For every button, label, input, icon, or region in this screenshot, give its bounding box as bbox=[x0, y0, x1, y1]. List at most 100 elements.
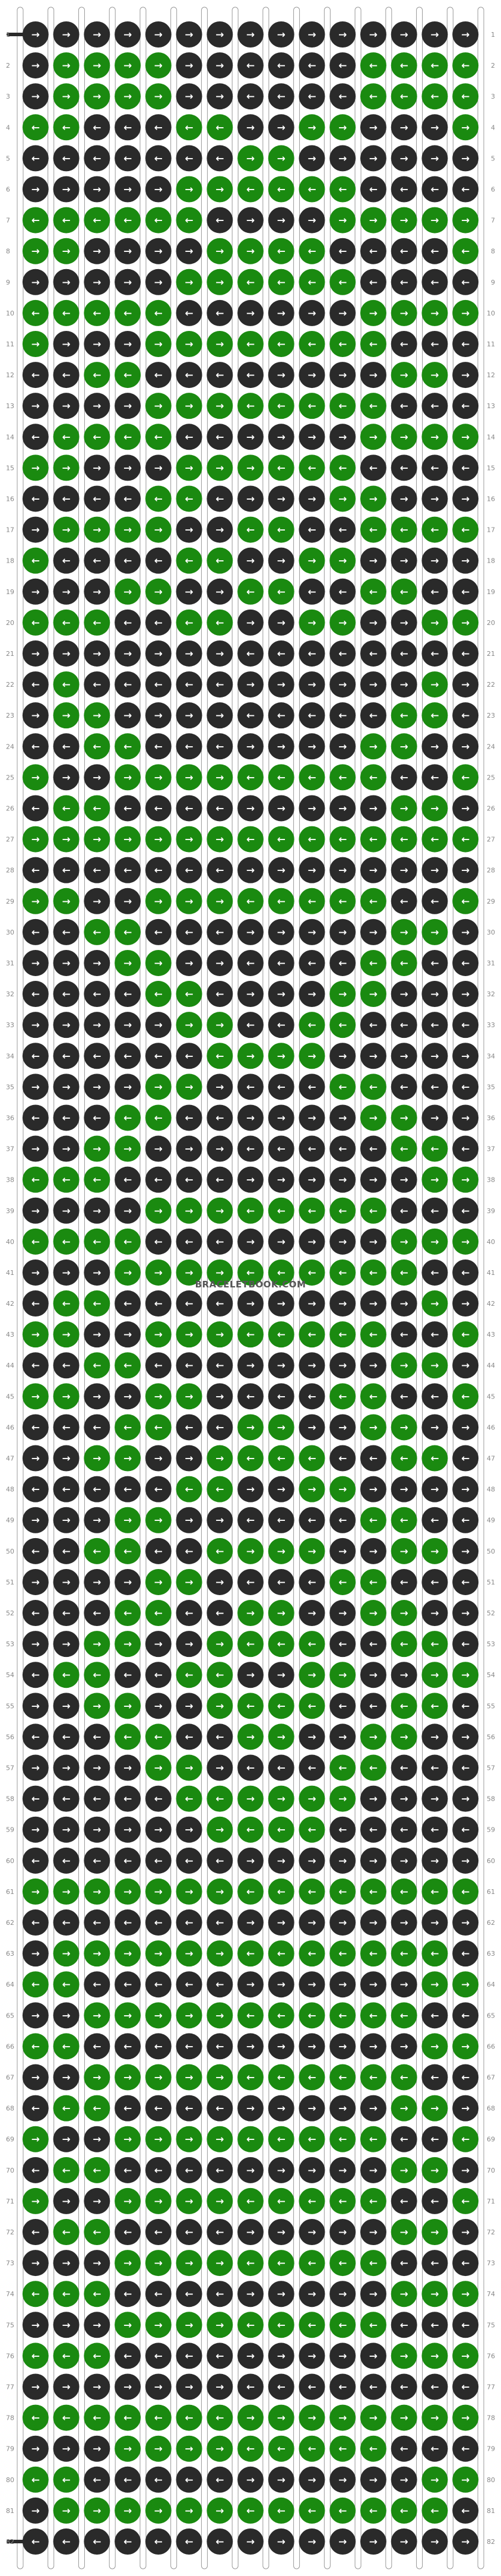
knot: ← bbox=[452, 1693, 479, 1719]
knot-arrow-icon: ← bbox=[31, 1979, 40, 1991]
knot: ← bbox=[299, 238, 325, 264]
knot: → bbox=[421, 362, 448, 389]
knot: → bbox=[421, 299, 448, 326]
knot: → bbox=[299, 733, 325, 760]
knot-arrow-icon: ← bbox=[338, 2258, 347, 2269]
knot-arrow-icon: → bbox=[369, 431, 378, 443]
knot: ← bbox=[391, 1445, 417, 1472]
knot: → bbox=[115, 1631, 141, 1658]
knot-circle bbox=[329, 1259, 356, 1286]
knot-arrow-icon: ← bbox=[369, 958, 378, 970]
knot: ← bbox=[299, 2002, 325, 2029]
knot-arrow-icon: ← bbox=[400, 1081, 408, 1093]
knot-arrow-icon: → bbox=[93, 1886, 101, 1898]
row-number: 51 bbox=[6, 1579, 14, 1586]
knot-circle bbox=[299, 1414, 325, 1441]
knot: ← bbox=[207, 2033, 233, 2060]
thread-guide bbox=[385, 7, 392, 2569]
knot-circle bbox=[115, 764, 141, 791]
knot: → bbox=[391, 114, 417, 141]
knot: → bbox=[22, 1259, 49, 1286]
knot: → bbox=[329, 114, 356, 141]
knot-circle bbox=[360, 888, 386, 914]
knot-arrow-icon: ← bbox=[246, 586, 255, 598]
row-number: 55 bbox=[6, 1702, 14, 1710]
knot: ← bbox=[84, 547, 110, 574]
knot-circle bbox=[391, 702, 417, 729]
knot: → bbox=[115, 1259, 141, 1286]
row-number: 6 bbox=[6, 185, 10, 193]
knot-circle bbox=[207, 1074, 233, 1100]
knot: ← bbox=[268, 2126, 294, 2152]
knot-circle bbox=[299, 702, 325, 729]
knot-circle bbox=[421, 1445, 448, 1472]
knot-circle bbox=[145, 1104, 172, 1131]
knot-circle bbox=[145, 114, 172, 141]
knot-arrow-icon: ← bbox=[277, 2196, 286, 2208]
knot-arrow-icon: ← bbox=[430, 1824, 439, 1836]
knot: → bbox=[237, 981, 264, 1008]
knot-arrow-icon: → bbox=[31, 1700, 40, 1712]
knot-circle bbox=[145, 1693, 172, 1719]
knot-arrow-icon: → bbox=[369, 741, 378, 753]
knot: ← bbox=[268, 238, 294, 264]
knot: ← bbox=[237, 2126, 264, 2152]
knot: → bbox=[329, 857, 356, 883]
knot: → bbox=[145, 269, 172, 295]
knot: → bbox=[421, 1785, 448, 1812]
knot: ← bbox=[268, 83, 294, 110]
knot-arrow-icon: → bbox=[369, 29, 378, 41]
knot-circle bbox=[115, 918, 141, 945]
knot-arrow-icon: ← bbox=[185, 122, 193, 134]
knot-arrow-icon: ← bbox=[461, 1329, 470, 1341]
knot-arrow-icon: ← bbox=[277, 1700, 286, 1712]
knot: ← bbox=[452, 176, 479, 203]
knot: → bbox=[237, 1166, 264, 1193]
knot-circle bbox=[329, 578, 356, 605]
knot-arrow-icon: ← bbox=[430, 1948, 439, 1960]
knot: ← bbox=[207, 2404, 233, 2431]
knot: ← bbox=[53, 609, 80, 636]
knot: → bbox=[145, 1568, 172, 1595]
knot-arrow-icon: → bbox=[277, 1979, 286, 1991]
knot-arrow-icon: → bbox=[369, 1236, 378, 1248]
knot: → bbox=[176, 1816, 202, 1843]
knot-arrow-icon: → bbox=[62, 1886, 70, 1898]
knot-arrow-icon: → bbox=[185, 462, 193, 474]
knot-circle bbox=[299, 1568, 325, 1595]
row-number: 65 bbox=[487, 2012, 495, 2019]
knot-circle bbox=[237, 1197, 264, 1224]
knot-arrow-icon: → bbox=[400, 1917, 408, 1929]
knot: → bbox=[237, 2157, 264, 2183]
knot-arrow-icon: ← bbox=[277, 1144, 286, 1156]
knot-arrow-icon: ← bbox=[430, 462, 439, 474]
knot-arrow-icon: → bbox=[400, 1669, 408, 1681]
knot-arrow-icon: ← bbox=[277, 1948, 286, 1960]
knot-arrow-icon: ← bbox=[430, 1886, 439, 1898]
knot: ← bbox=[299, 1445, 325, 1472]
knot: → bbox=[237, 2528, 264, 2555]
knot-arrow-icon: → bbox=[123, 1329, 132, 1341]
knot-arrow-icon: → bbox=[307, 1855, 316, 1867]
knot: ← bbox=[145, 918, 172, 945]
knot-arrow-icon: → bbox=[461, 122, 470, 134]
knot: → bbox=[84, 269, 110, 295]
knot-circle bbox=[115, 1197, 141, 1224]
knot-circle bbox=[22, 52, 49, 79]
knot: ← bbox=[329, 1259, 356, 1286]
knot-circle bbox=[53, 1445, 80, 1472]
knot: → bbox=[391, 2528, 417, 2555]
knot: → bbox=[329, 1785, 356, 1812]
knot: ← bbox=[421, 1754, 448, 1781]
knot-arrow-icon: ← bbox=[93, 1546, 101, 1558]
knot: → bbox=[329, 299, 356, 326]
knot-arrow-icon: ← bbox=[369, 1886, 378, 1898]
row-number: 78 bbox=[6, 2414, 14, 2422]
knot-arrow-icon: ← bbox=[62, 617, 70, 629]
knot: ← bbox=[145, 1909, 172, 1936]
knot-arrow-icon: → bbox=[123, 462, 132, 474]
knot-arrow-icon: → bbox=[277, 1360, 286, 1372]
knot-arrow-icon: ← bbox=[215, 1855, 224, 1867]
knot-arrow-icon: ← bbox=[400, 2010, 408, 2022]
knot: ← bbox=[176, 1538, 202, 1564]
